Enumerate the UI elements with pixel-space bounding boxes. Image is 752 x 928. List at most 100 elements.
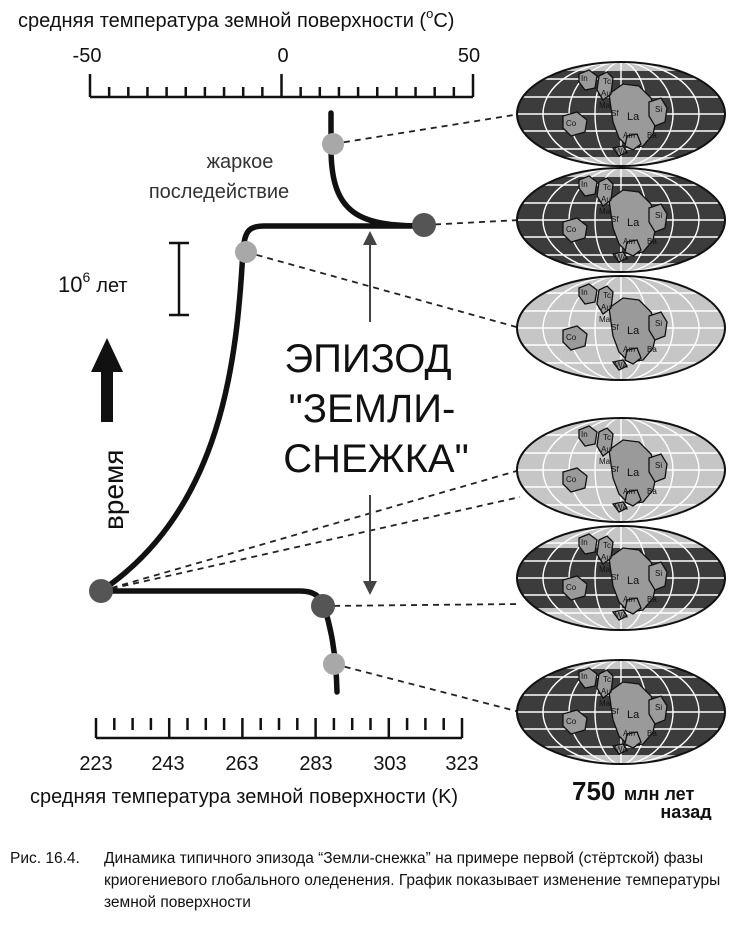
- continent-label: La: [627, 467, 640, 479]
- continent-label: WA: [615, 361, 628, 370]
- continent-label: Co: [566, 475, 577, 484]
- continent-label: Au: [601, 195, 611, 204]
- top-temperature-axis: [88, 74, 475, 99]
- continent-label: Si: [655, 461, 662, 470]
- continent-label: La: [627, 575, 640, 587]
- curve-point: [323, 653, 345, 675]
- continent-label: Am: [623, 729, 635, 738]
- curve-point: [89, 579, 113, 603]
- continent-label: Ma: [599, 565, 611, 574]
- continent-label: In: [581, 180, 588, 189]
- continent-label: Ma: [599, 207, 611, 216]
- continent-label: Co: [566, 583, 577, 592]
- bottom-tick-label: 323: [445, 753, 478, 775]
- continent-label: Sf: [611, 215, 619, 224]
- continent-label: Si: [655, 569, 662, 578]
- continent-label: Tc: [603, 183, 611, 192]
- continent-label: Sf: [611, 109, 619, 118]
- continent-label: Co: [566, 119, 577, 128]
- continent-label: In: [581, 672, 588, 681]
- episode-label: ЭПИЗОД: [284, 337, 451, 381]
- age-label: 750 млн лет: [572, 776, 694, 806]
- top-tick-label: 50: [458, 45, 480, 67]
- continent-label: WA: [615, 503, 628, 512]
- bottom-axis-title: средняя температура земной поверхности (…: [30, 786, 458, 808]
- continent-label: In: [581, 74, 588, 83]
- continent-label: Ba: [647, 595, 657, 604]
- continent-label: WA: [615, 253, 628, 262]
- top-tick-label: -50: [73, 45, 102, 67]
- continent-label: Am: [623, 131, 635, 140]
- continent-label: Tc: [603, 433, 611, 442]
- continent-label: Au: [601, 303, 611, 312]
- continent-label: Si: [655, 703, 662, 712]
- continent-label: Ma: [599, 699, 611, 708]
- caption-text: Динамика типичного эпизода “Земли-снежка…: [104, 850, 721, 911]
- time-scale-bar: [169, 241, 189, 317]
- bottom-temperature-axis: [94, 718, 464, 740]
- continent-label: La: [627, 111, 640, 123]
- bottom-tick-label: 263: [225, 753, 258, 775]
- continent-label: Au: [601, 553, 611, 562]
- bottom-tick-label: 283: [299, 753, 332, 775]
- continent-label: Sf: [611, 323, 619, 332]
- continent-label: Ma: [599, 457, 611, 466]
- continent-label: Ba: [647, 487, 657, 496]
- curve-point: [311, 594, 335, 618]
- age-label: назад: [660, 802, 712, 820]
- continent-label: Co: [566, 717, 577, 726]
- continent-label: Ba: [647, 131, 657, 140]
- bottom-tick-label: 243: [151, 753, 184, 775]
- continent-label: Ba: [647, 729, 657, 738]
- continent-label: Co: [566, 225, 577, 234]
- continent-label: WA: [615, 611, 628, 620]
- continent-label: Au: [601, 445, 611, 454]
- continent-label: La: [627, 217, 640, 229]
- connector-lines: [100, 113, 521, 713]
- continent-label: In: [581, 430, 588, 439]
- continent-label: Tc: [603, 675, 611, 684]
- top-tick-label: 0: [277, 45, 288, 67]
- continent-label: WA: [615, 147, 628, 156]
- figure-caption: Рис. 16.4. Динамика типичного эпизода “З…: [10, 848, 745, 914]
- continent-label: Au: [601, 687, 611, 696]
- hot-aftermath-label: последействие: [149, 181, 289, 203]
- continent-label: Si: [655, 319, 662, 328]
- continent-label: In: [581, 538, 588, 547]
- continent-label: Sf: [611, 465, 619, 474]
- curve-point: [235, 241, 257, 263]
- continent-label: Si: [655, 105, 662, 114]
- continent-label: La: [627, 709, 640, 721]
- continent-label: Ba: [647, 237, 657, 246]
- snowball-earth-diagram: средняя температура земной поверхности (…: [18, 6, 726, 820]
- continent-label: WA: [615, 745, 628, 754]
- hot-aftermath-label: жаркое: [207, 151, 274, 173]
- continent-label: Am: [623, 595, 635, 604]
- continent-label: Sf: [611, 573, 619, 582]
- time-arrow-icon: [91, 338, 123, 422]
- time-label: время: [98, 450, 129, 530]
- continent-label: Ma: [599, 315, 611, 324]
- top-axis-title: средняя температура земной поверхности (…: [18, 6, 454, 32]
- continent-label: Au: [601, 89, 611, 98]
- continent-label: La: [627, 325, 640, 337]
- continent-label: Co: [566, 333, 577, 342]
- caption-label: Рис. 16.4.: [10, 850, 80, 867]
- continent-label: In: [581, 288, 588, 297]
- continent-label: Am: [623, 345, 635, 354]
- continent-label: Tc: [603, 291, 611, 300]
- bottom-tick-label: 303: [373, 753, 406, 775]
- continent-label: Tc: [603, 541, 611, 550]
- bottom-tick-label: 223: [79, 753, 112, 775]
- continent-label: Si: [655, 211, 662, 220]
- continent-label: Am: [623, 237, 635, 246]
- episode-label: "ЗЕМЛИ-: [289, 387, 456, 431]
- curve-point: [412, 213, 436, 237]
